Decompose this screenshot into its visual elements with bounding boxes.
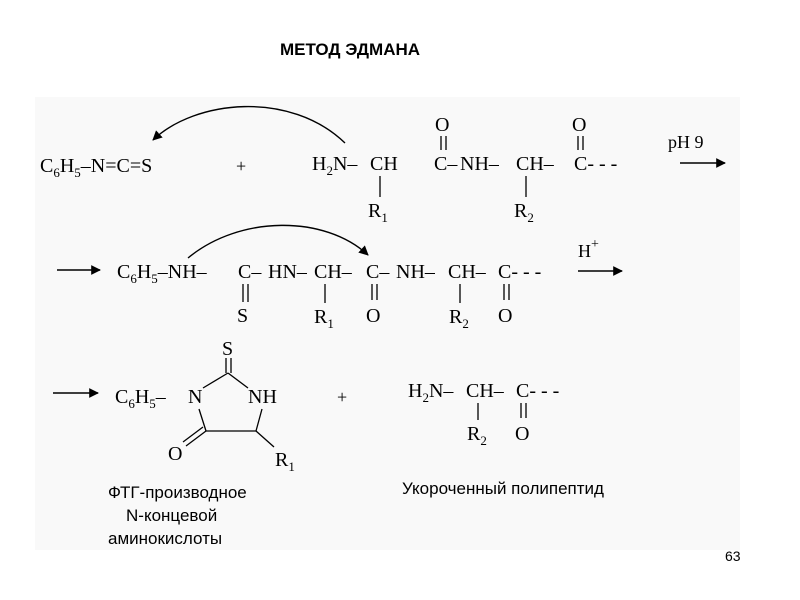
row2-thiocarbonyl-c: C– — [238, 261, 262, 283]
row2-ch-1: CH– — [314, 261, 353, 283]
row1-plus-sign: + — [236, 156, 246, 176]
ring-r1: R1 — [275, 449, 295, 474]
reaction-panel — [35, 97, 740, 550]
row2-oxygen-1: O — [366, 305, 380, 327]
row2-ch-2: CH– — [448, 261, 487, 283]
caption-ptg-line1: ФТГ-производное — [108, 483, 247, 502]
row2-carbonyl-1: C– — [366, 261, 390, 283]
row1-oxygen-1: O — [435, 114, 449, 136]
ring-nh: NH — [248, 386, 277, 408]
row2-reaction: C6H5–NH– C– HN– CH– C– NH– CH– C- - - S … — [57, 224, 623, 331]
peptide-oxygen: O — [515, 423, 529, 445]
row2-carbonyl-2: C- - - — [498, 261, 541, 283]
page-number: 63 — [725, 548, 741, 564]
row2-phenyl-thiocarbamoyl: C6H5–NH– — [117, 261, 208, 286]
row2-nh: NH– — [396, 261, 436, 283]
peptide-amino-group: H2N– — [408, 380, 454, 405]
row1-ch-2: CH– — [516, 153, 555, 175]
row1-carbonyl-1: C– — [434, 153, 458, 175]
row1-condition-ph: pH 9 — [668, 132, 704, 152]
caption-shortened-peptide: Укороченный полипептид — [402, 479, 604, 498]
row2-r2: R2 — [449, 306, 469, 331]
row2-sulfur: S — [237, 305, 248, 327]
peptide-carbonyl: C- - - — [516, 380, 559, 402]
row1-r2: R2 — [514, 200, 534, 225]
row1-oxygen-2: O — [572, 114, 586, 136]
row1-nh: NH– — [460, 153, 500, 175]
row2-oxygen-2: O — [498, 305, 512, 327]
peptide-ch: CH– — [466, 380, 505, 402]
caption-ptg-line2: N-концевой — [126, 506, 217, 525]
ring-n: N — [188, 386, 202, 408]
row2-r1: R1 — [314, 306, 334, 331]
row3-phenyl: C6H5– — [115, 386, 167, 411]
row1-amino-group: H2N– — [312, 153, 358, 178]
ring-sulfur: S — [222, 338, 233, 360]
shortened-peptide: H2N– CH– C- - - R2 O — [408, 380, 559, 448]
peptide-r2: R2 — [467, 423, 487, 448]
ring-oxygen: O — [168, 443, 182, 465]
ptg-thiohydantoin-ring: N NH S O R1 — [168, 338, 295, 474]
row3-plus-sign: + — [337, 387, 347, 407]
row1-nucleophilic-attack-arrow — [152, 105, 346, 144]
row1-ch-1: CH — [370, 153, 398, 175]
row1-carbonyl-2: C- - - — [574, 153, 617, 175]
slide-title: МЕТОД ЭДМАНА — [279, 40, 421, 59]
row2-cyclization-arrow — [187, 224, 369, 259]
row1-r1: R1 — [368, 200, 388, 225]
row2-hn: HN– — [268, 261, 308, 283]
row3-products: C6H5– N NH S O R1 + H2N– CH– C- - - R2 — [53, 338, 559, 474]
caption-ptg-line3: аминокислоты — [108, 529, 222, 548]
row1-phenyl-isothiocyanate: C6H5–N=C=S — [40, 155, 152, 180]
row1-reaction: C6H5–N=C=S + H2N– CH C– NH– CH– C- - - O… — [40, 105, 726, 225]
row2-condition-acid: H+ — [578, 237, 599, 261]
